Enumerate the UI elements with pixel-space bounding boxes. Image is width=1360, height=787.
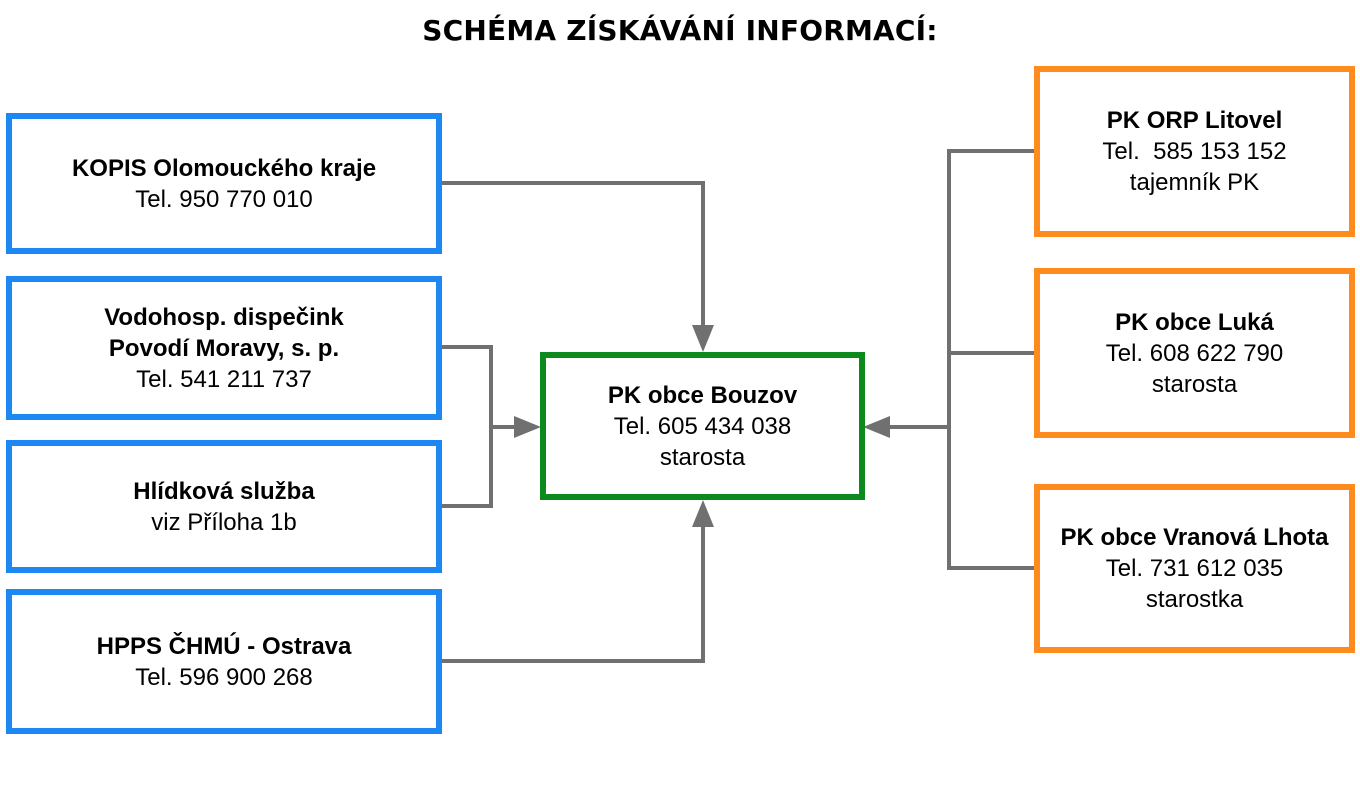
box-hlidkova-name: Hlídková služba: [133, 477, 315, 505]
arrow-head-top: [692, 325, 714, 352]
box-hpps-name: HPPS ČHMÚ - Ostrava: [96, 632, 352, 660]
box-center-name: PK obce Bouzov: [607, 381, 798, 409]
box-kopis: KOPIS Olomouckého kraje Tel. 950 770 010: [6, 113, 442, 254]
box-vranova-phone: Tel. 731 612 035: [1105, 555, 1284, 582]
connector-kopis: [440, 181, 705, 332]
diagram-title: SCHÉMA ZÍSKÁVÁNÍ INFORMACÍ:: [422, 14, 938, 47]
box-hpps: HPPS ČHMÚ - Ostrava Tel. 596 900 268: [6, 589, 442, 734]
connector-right-bracket: [947, 149, 1036, 570]
box-hpps-phone: Tel. 596 900 268: [135, 663, 313, 691]
box-vranova-name: PK obce Vranová Lhota: [1060, 524, 1329, 551]
box-center-phone: Tel. 605 434 038: [613, 412, 792, 440]
box-hlidkova: Hlídková služba viz Příloha 1b: [6, 440, 442, 573]
box-luka-name: PK obce Luká: [1115, 308, 1274, 336]
box-litovel-name: PK ORP Litovel: [1106, 107, 1283, 134]
box-center-role: starosta: [659, 443, 746, 471]
box-litovel-role: tajemník PK: [1129, 169, 1260, 196]
arrow-head-bottom: [692, 500, 714, 527]
box-vodohosp-phone: Tel. 541 211 737: [136, 365, 312, 393]
box-center-bouzov: PK obce Bouzov Tel. 605 434 038 starosta: [540, 352, 865, 500]
box-vodohosp-name-2: Povodí Moravy, s. p.: [108, 334, 340, 362]
box-vodohosp-name-1: Vodohosp. dispečink: [104, 303, 344, 331]
connector-hpps: [440, 522, 705, 663]
box-luka-phone: Tel. 608 622 790: [1105, 339, 1284, 367]
arrow-head-right: [863, 416, 890, 438]
arrow-head-left: [514, 416, 541, 438]
box-luka: PK obce Luká Tel. 608 622 790 starosta: [1034, 268, 1355, 438]
box-vodohosp: Vodohosp. dispečink Povodí Moravy, s. p.…: [6, 276, 442, 420]
box-luka-role: starosta: [1151, 370, 1238, 398]
box-litovel: PK ORP Litovel Tel. 585 153 152 tajemník…: [1034, 66, 1355, 237]
box-kopis-name: KOPIS Olomouckého kraje: [71, 154, 377, 182]
box-kopis-phone: Tel. 950 770 010: [135, 185, 313, 213]
box-vranova-lhota: PK obce Vranová Lhota Tel. 731 612 035 s…: [1034, 484, 1355, 653]
box-hlidkova-note: viz Příloha 1b: [151, 508, 297, 536]
box-vranova-role: starostka: [1145, 586, 1244, 613]
connector-vodohosp: [440, 345, 493, 508]
box-litovel-phone: Tel. 585 153 152: [1102, 138, 1287, 165]
